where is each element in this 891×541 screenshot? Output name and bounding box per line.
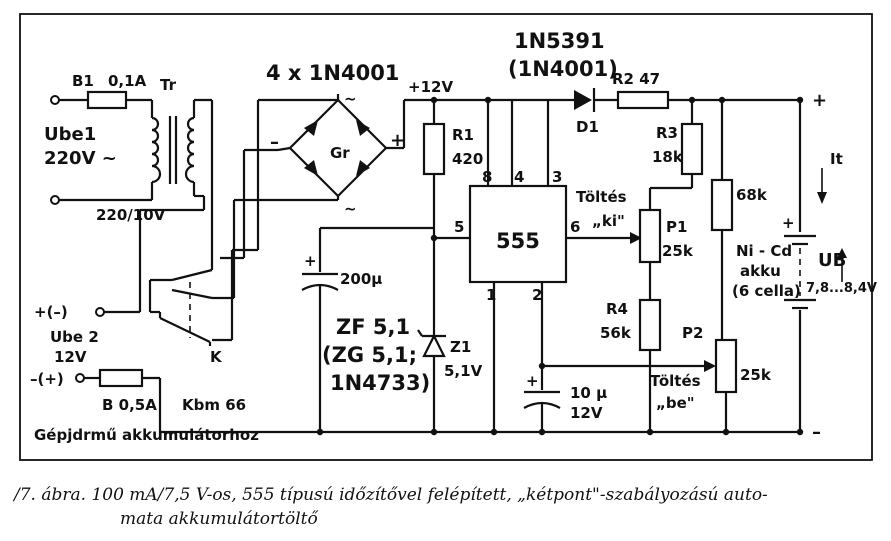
label-pin8: 8 bbox=[482, 168, 492, 186]
label-c10-voltage: 12V bbox=[570, 404, 603, 422]
label-bridge-plus: + bbox=[390, 130, 405, 151]
label-p1: P1 bbox=[666, 218, 687, 236]
label-bridge-minus: – bbox=[270, 132, 279, 153]
label-toltes-ki: Töltés bbox=[576, 188, 627, 206]
label-ic-555: 555 bbox=[496, 229, 540, 253]
output-section bbox=[548, 88, 847, 436]
label-toltes-be-quote: „be" bbox=[656, 394, 695, 412]
label-d1-part: 1N5391 bbox=[514, 29, 605, 53]
label-pin3: 3 bbox=[552, 168, 562, 186]
label-c10-value: 10 µ bbox=[570, 384, 607, 402]
label-zf-alt: (ZG 5,1; bbox=[322, 343, 417, 367]
label-transformer-ratio: 220/10V bbox=[96, 206, 166, 224]
label-k: K bbox=[210, 348, 223, 366]
label-nicd-cells: (6 cella) bbox=[732, 282, 801, 300]
label-ube2-minus: –(+) bbox=[30, 370, 64, 388]
label-z1: Z1 bbox=[450, 338, 471, 356]
label-ube1: Ube1 bbox=[44, 124, 96, 145]
label-tilde-bottom: ~ bbox=[344, 200, 357, 218]
label-diode-bridge: 4 x 1N4001 bbox=[266, 61, 399, 85]
label-pin4: 4 bbox=[514, 168, 524, 186]
relay-k-switch bbox=[104, 98, 338, 346]
label-r2: R2 47 bbox=[612, 70, 660, 88]
fuse-b1 bbox=[86, 90, 128, 110]
label-r4: R4 bbox=[606, 300, 628, 318]
label-d1-alt: (1N4001) bbox=[508, 57, 618, 81]
label-r3: R3 bbox=[656, 124, 678, 142]
potentiometer-p1 bbox=[638, 208, 662, 264]
bridge-rectifier-gr bbox=[277, 94, 548, 200]
label-kbm: Kbm 66 bbox=[182, 396, 246, 414]
label-ub: UB bbox=[818, 250, 846, 271]
label-pin2: 2 bbox=[532, 286, 542, 304]
transformer-tr bbox=[151, 98, 214, 270]
label-b1: B1 bbox=[72, 72, 94, 90]
label-fuse-b: B 0,5A bbox=[102, 396, 157, 414]
label-c10-plus: + bbox=[526, 372, 539, 390]
label-ube1-voltage: 220V ~ bbox=[44, 148, 117, 169]
label-out-plus: + bbox=[812, 90, 827, 111]
label-nicd: Ni - Cd bbox=[736, 242, 792, 260]
label-r1: R1 bbox=[452, 126, 474, 144]
label-r4-value: 56k bbox=[600, 324, 632, 342]
label-ube2: Ube 2 bbox=[50, 328, 99, 346]
supply-section bbox=[301, 96, 514, 432]
figure-caption-line1: /7. ábra. 100 mA/7,5 V-os, 555 típusú id… bbox=[12, 485, 768, 505]
label-it: It bbox=[830, 150, 843, 168]
label-car-battery: Gépjdrmű akkumulátorhoz bbox=[34, 426, 259, 444]
resistor-r3 bbox=[680, 122, 704, 176]
label-gr: Gr bbox=[330, 144, 350, 162]
label-r1-value: 420 bbox=[452, 150, 483, 168]
car-battery-input bbox=[75, 307, 162, 400]
label-b1-value: 0,1A bbox=[108, 72, 147, 90]
label-zf-part: 1N4733) bbox=[330, 371, 430, 395]
mains-input bbox=[50, 90, 154, 205]
figure-caption-line2: mata akkumulátortöltő bbox=[120, 509, 318, 529]
fuse-b bbox=[98, 368, 144, 388]
zener-z1 bbox=[422, 333, 446, 358]
label-c200: 200µ bbox=[340, 270, 382, 288]
label-pin1: 1 bbox=[486, 286, 496, 304]
label-68k: 68k bbox=[736, 186, 768, 204]
label-pin5: 5 bbox=[454, 218, 464, 236]
label-zf: ZF 5,1 bbox=[336, 315, 410, 339]
label-r3-value: 18k bbox=[652, 148, 684, 166]
resistor-r2 bbox=[616, 90, 670, 110]
label-d1: D1 bbox=[576, 118, 599, 136]
label-out-minus: – bbox=[812, 422, 821, 443]
resistor-68k bbox=[710, 178, 734, 232]
label-p2: P2 bbox=[682, 324, 703, 342]
diode-d1 bbox=[574, 90, 592, 110]
resistor-r4 bbox=[638, 298, 662, 352]
label-nicd-akku: akku bbox=[740, 262, 781, 280]
label-plus12v: +12V bbox=[408, 78, 453, 96]
label-toltes-be: Töltés bbox=[650, 372, 701, 390]
diagram-border bbox=[19, 13, 873, 461]
label-p1-value: 25k bbox=[662, 242, 694, 260]
label-toltes-ki-quote: „ki" bbox=[592, 212, 625, 230]
label-ube2-plus: +(–) bbox=[34, 303, 68, 321]
label-tr: Tr bbox=[160, 76, 177, 94]
label-p2-value: 25k bbox=[740, 366, 772, 384]
label-ube2-voltage: 12V bbox=[54, 348, 87, 366]
label-c200-plus: + bbox=[304, 252, 317, 270]
label-z1-value: 5,1V bbox=[444, 362, 483, 380]
ic-555 bbox=[468, 100, 716, 432]
label-pin6: 6 bbox=[570, 218, 580, 236]
potentiometer-p2 bbox=[714, 338, 738, 394]
label-battery-plus: + bbox=[782, 214, 795, 232]
resistor-r1 bbox=[422, 122, 446, 176]
label-tilde-top: ~ bbox=[344, 90, 357, 108]
label-ub-value: 7,8...8,4V bbox=[806, 281, 877, 296]
